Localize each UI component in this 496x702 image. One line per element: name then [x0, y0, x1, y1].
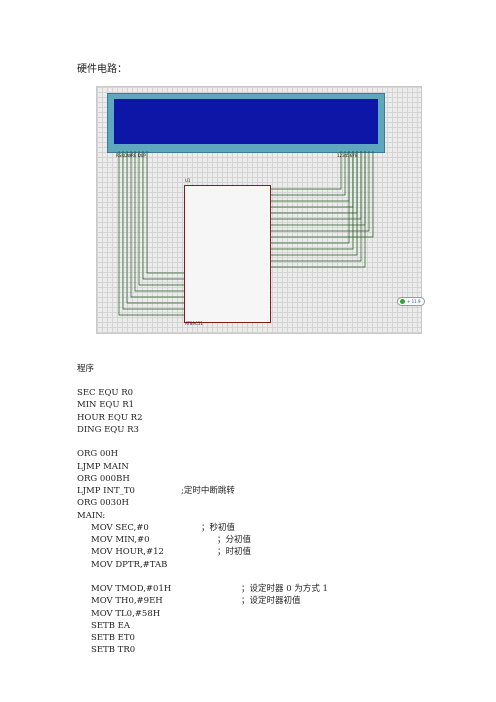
code-text: ORG 00H — [77, 449, 119, 460]
code-comment: ；设定时器初值 — [241, 596, 301, 607]
code-text: HOUR EQU R2 — [77, 412, 143, 423]
code-line: MOV TMOD,#01H ；设定时器 0 为方式 1 — [77, 583, 328, 595]
microcontroller-chip — [184, 185, 271, 323]
status-badge[interactable]: + 11.9 — [397, 297, 425, 306]
code-line: SEC EQU R0 — [77, 387, 171, 399]
code-line: MOV TL0,#58H — [77, 608, 171, 620]
code-text: MOV MIN,#0 — [91, 535, 150, 545]
code-line: MIN EQU R1 — [77, 399, 171, 411]
lcd-pin-labels-right: 12345678 — [337, 153, 358, 158]
code-text: MOV HOUR,#12 — [91, 547, 164, 558]
code-line: MOV DPTR,#TAB — [77, 559, 171, 571]
code-text: ORG 000BH — [77, 473, 130, 484]
code-text: SETB ET0 — [91, 633, 135, 643]
code-text: MOV DPTR,#TAB — [91, 559, 168, 570]
code-text: MOV TL0,#58H — [91, 608, 161, 619]
program-label: 程序 — [77, 363, 95, 374]
code-comment: ;定时中断跳转 — [181, 486, 235, 496]
code-line — [77, 571, 171, 583]
code-line: SETB ET0 — [77, 632, 171, 644]
code-line — [77, 436, 171, 448]
code-text: MIN EQU R1 — [77, 400, 135, 411]
code-text: ORG 0030H — [77, 498, 129, 509]
schematic-wires — [118, 151, 374, 316]
lcd-display: RSRDWRE D0P 12345678 — [107, 93, 385, 158]
code-text: MAIN: — [77, 510, 106, 521]
code-comment: ；秒初值 — [201, 522, 236, 533]
code-comment: ；时初值 — [217, 547, 252, 558]
circuit-schematic: RSRDWRE D0P 12345678 — [96, 86, 425, 334]
code-text: MOV SEC,#0 — [91, 522, 149, 533]
code-line: ORG 000BH — [77, 473, 171, 485]
badge-label: + 11.9 — [407, 299, 421, 304]
code-line: ORG 0030H — [77, 497, 171, 509]
code-line: MOV SEC,#0 ；秒初值 — [77, 522, 235, 534]
page-heading: 硬件电路： — [77, 64, 127, 75]
code-comment: ；分初值 — [217, 535, 252, 545]
lcd-screen — [114, 99, 378, 144]
code-text: MOV TH0,#9EH — [91, 596, 163, 607]
code-line: SETB EA — [77, 620, 171, 632]
code-text: MOV TMOD,#01H — [91, 584, 172, 594]
code-line: MAIN: — [77, 510, 171, 522]
code-line: MOV HOUR,#12 ；时初值 — [77, 546, 251, 558]
code-line: HOUR EQU R2 — [77, 412, 171, 424]
code-line: ORG 00H — [77, 448, 171, 460]
chip-reference: U1 — [185, 178, 191, 183]
code-line: MOV MIN,#0 ；分初值 — [77, 534, 251, 546]
code-text: SEC EQU R0 — [77, 388, 134, 398]
code-line: LJMP INT_T0 ;定时中断跳转 — [77, 485, 235, 497]
code-line: MOV TH0,#9EH ；设定时器初值 — [77, 595, 301, 607]
code-text: LJMP INT_T0 — [77, 486, 135, 496]
status-dot-icon — [400, 299, 405, 304]
code-text: DING EQU R3 — [77, 424, 139, 435]
code-text: SETB TR0 — [91, 645, 136, 656]
chip-part-number: AT89C51 — [185, 321, 203, 326]
code-line: SETB TR0 — [77, 644, 171, 656]
code-text: LJMP MAIN — [77, 461, 129, 472]
code-comment: ；设定时器 0 为方式 1 — [241, 584, 328, 594]
code-line: LJMP MAIN — [77, 461, 171, 473]
code-line: DING EQU R3 — [77, 424, 171, 436]
code-text: SETB EA — [91, 620, 130, 631]
